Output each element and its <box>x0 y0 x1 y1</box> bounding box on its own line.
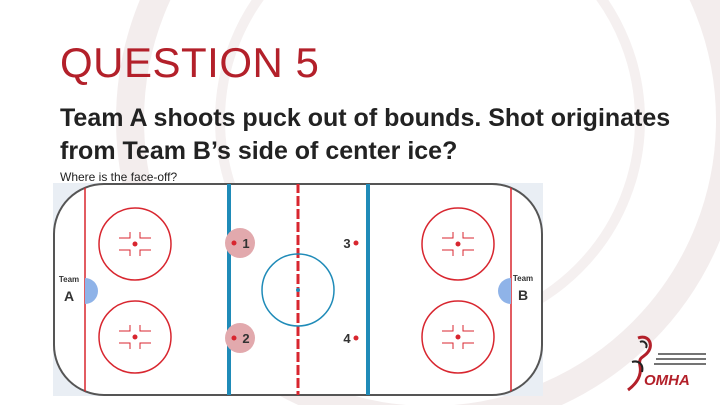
hockey-rink-diagram: 1 2 3 4 Team A Team B <box>53 183 543 396</box>
faceoff-spot-1-label: 1 <box>242 236 249 251</box>
faceoff-spot-2[interactable]: 2 <box>225 323 255 353</box>
prompt-text: Where is the face-off? <box>60 170 178 184</box>
team-a-label: Team <box>59 275 79 284</box>
team-a-letter: A <box>64 288 74 304</box>
faceoff-spot-4[interactable]: 4 <box>343 331 359 346</box>
goal-crease-right <box>498 278 511 304</box>
goal-crease-left <box>85 278 98 304</box>
question-text: Team A shoots puck out of bounds. Shot o… <box>60 104 671 165</box>
center-dot <box>296 288 300 292</box>
faceoff-spot-3[interactable]: 3 <box>343 236 359 251</box>
faceoff-spot-3-label: 3 <box>343 236 350 251</box>
faceoff-circle-right-bottom <box>421 300 495 374</box>
center-circle <box>261 253 335 327</box>
faceoff-spot-2-label: 2 <box>242 331 249 346</box>
faceoff-circle-right-top <box>421 207 495 281</box>
faceoff-circle-left-bottom <box>98 300 172 374</box>
slide-title: QUESTION 5 <box>60 39 320 86</box>
faceoff-circle-left-top <box>98 207 172 281</box>
faceoff-spot-4-label: 4 <box>343 331 351 346</box>
omha-logo-text: OMHA <box>644 372 690 389</box>
team-b-letter: B <box>518 287 528 303</box>
faceoff-spot-1[interactable]: 1 <box>225 228 255 258</box>
team-b-label: Team <box>513 274 533 283</box>
omha-logo: OMHA <box>627 335 706 392</box>
